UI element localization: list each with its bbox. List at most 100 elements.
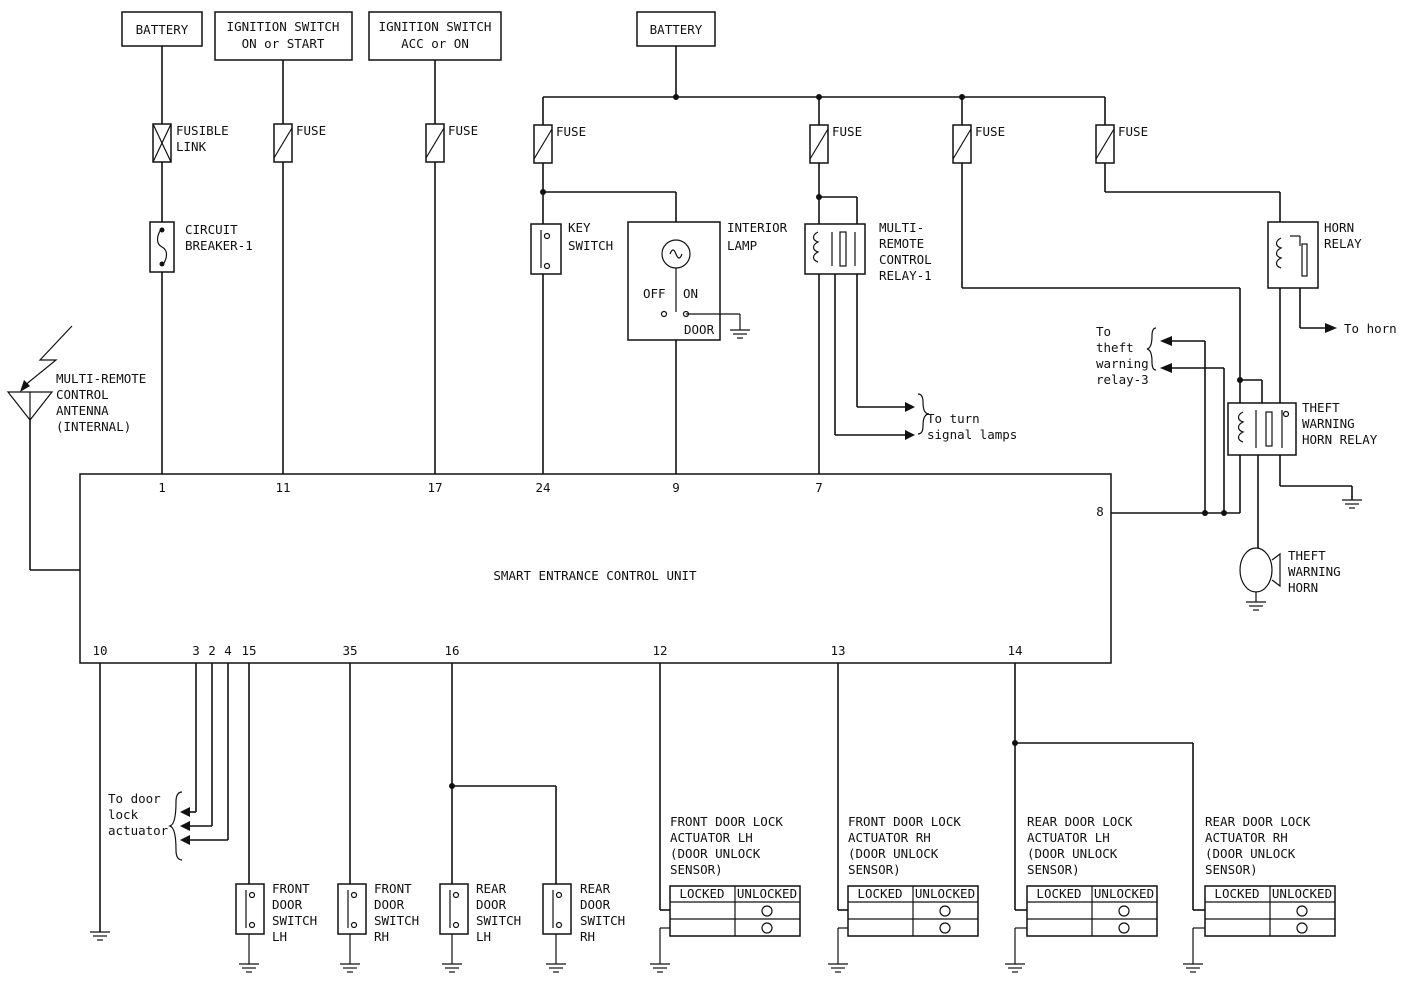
interior-lamp-label-1: INTERIOR [727,220,788,235]
front-rh-sensor-label-4: SENSOR) [848,862,901,877]
fuse-label: FUSE [975,124,1005,139]
key-switch-label-1: KEY [568,220,591,235]
pin-label: 15 [241,643,256,658]
theft-warning-horn-relay-icon [1227,402,1297,456]
pin-label: 12 [652,643,667,658]
remote-relay-label-2: REMOTE [879,236,924,251]
front-door-switch-lh-icon [235,883,265,973]
antenna-label-2: CONTROL [56,387,109,402]
ground-icon [90,931,110,941]
smart-entrance-control-unit: SMART ENTRANCE CONTROL UNIT 1 11 17 24 9… [79,473,1112,664]
to-door-lock-label-2: lock [108,807,139,822]
fuse-label: FUSE [556,124,586,139]
theft-horn-label-2: WARNING [1288,564,1341,579]
theft-horn-relay-label-2: WARNING [1302,416,1355,431]
rear-lh-sensor-label-1: REAR DOOR LOCK [1027,814,1133,829]
ignition-on-start-box: IGNITION SWITCH ON or START [214,11,353,61]
to-theft-relay-label-4: relay-3 [1096,372,1149,387]
rear-door-switch-lh-label-4: LH [476,929,491,944]
remote-relay-label-1: MULTI- [879,220,924,235]
fuse-label: FUSE [1118,124,1148,139]
pin-label: 24 [535,480,550,495]
rear-door-switch-rh-label-2: DOOR [580,897,611,912]
front-door-switch-lh-label-2: DOOR [272,897,303,912]
locked-label: LOCKED [679,886,724,901]
ignition-acc-on-line2: ACC or ON [401,36,469,51]
ignition-on-start-line2: ON or START [242,36,325,51]
to-door-lock-label-3: actuator [108,823,169,838]
rear-door-switch-lh-label-2: DOOR [476,897,507,912]
rear-lh-sensor-label-2: ACTUATOR LH [1027,830,1110,845]
fusible-link-icon [152,123,172,163]
to-turn-lamps-label-1: To turn [927,411,980,426]
rear-door-switch-lh-icon [439,883,469,973]
interior-lamp-icon [627,221,750,341]
remote-control-relay-icon [804,223,866,275]
antenna-label-4: (INTERNAL) [56,419,131,434]
pin-label: 13 [830,643,845,658]
battery-label-2: BATTERY [650,22,703,37]
rear-rh-sensor-label-2: ACTUATOR RH [1205,830,1288,845]
pin-label: 1 [158,480,166,495]
front-door-switch-rh-label-3: SWITCH [374,913,419,928]
to-horn-label: To horn [1344,321,1397,336]
fuse-icon [273,123,293,163]
key-switch-icon [530,223,562,275]
front-door-switch-lh-label-4: LH [272,929,287,944]
remote-relay-label-4: RELAY-1 [879,268,932,283]
rear-door-switch-rh-label-3: SWITCH [580,913,625,928]
front-lh-sensor-label-1: FRONT DOOR LOCK [670,814,783,829]
unlocked-label: UNLOCKED [737,886,797,901]
antenna-icon [6,325,73,421]
front-lh-sensor-table [650,885,801,973]
rear-rh-sensor-label-1: REAR DOOR LOCK [1205,814,1311,829]
pin-label: 16 [444,643,459,658]
pin-label: 2 [208,643,216,658]
pin-label: 4 [224,643,232,658]
lamp-door-label: DOOR [684,322,715,337]
fuse-label: FUSE [832,124,862,139]
theft-horn-label-3: HORN [1288,580,1318,595]
antenna-label-1: MULTI-REMOTE [56,371,146,386]
battery-box-2: BATTERY [636,11,716,47]
fuse-icon [1095,124,1115,164]
to-theft-relay-label-2: theft [1096,340,1134,355]
theft-warning-horn-icon [1239,547,1281,611]
fuse-icon [809,124,829,164]
pin-label: 35 [342,643,357,658]
fuse-icon [533,124,553,164]
front-door-switch-lh-label-3: SWITCH [272,913,317,928]
front-rh-sensor-label-1: FRONT DOOR LOCK [848,814,961,829]
theft-horn-relay-label-1: THEFT [1302,400,1340,415]
circuit-breaker-label-2: BREAKER-1 [185,238,253,253]
fuse-icon [952,124,972,164]
front-door-switch-lh-label-1: FRONT [272,881,310,896]
locked-label: LOCKED [857,886,902,901]
locked-label: LOCKED [1036,886,1081,901]
fusible-link-label-1: FUSIBLE [176,123,229,138]
theft-horn-label-1: THEFT [1288,548,1326,563]
horn-relay-icon [1267,221,1319,289]
battery-box-1: BATTERY [121,11,203,47]
front-door-switch-rh-icon [337,883,367,973]
rear-rh-sensor-label-3: (DOOR UNLOCK [1205,846,1296,861]
key-switch-label-2: SWITCH [568,238,613,253]
lamp-off-label: OFF [643,286,666,301]
unlocked-label: UNLOCKED [1272,886,1332,901]
pin-label: 9 [672,480,680,495]
front-rh-sensor-table [828,885,979,973]
fusible-link-label-2: LINK [176,139,207,154]
front-lh-sensor-label-4: SENSOR) [670,862,723,877]
theft-horn-relay-label-3: HORN RELAY [1302,432,1378,447]
pin-label: 3 [192,643,200,658]
pin-label: 8 [1096,504,1104,519]
to-theft-relay-label-1: To [1096,324,1111,339]
pin-label: 14 [1007,643,1022,658]
circuit-breaker-label-1: CIRCUIT [185,222,238,237]
front-door-switch-rh-label-1: FRONT [374,881,412,896]
circuit-breaker-icon [149,221,175,273]
pin-label: 17 [427,480,442,495]
to-theft-relay-label-3: warning [1096,356,1149,371]
rear-door-switch-lh-label-1: REAR [476,881,507,896]
